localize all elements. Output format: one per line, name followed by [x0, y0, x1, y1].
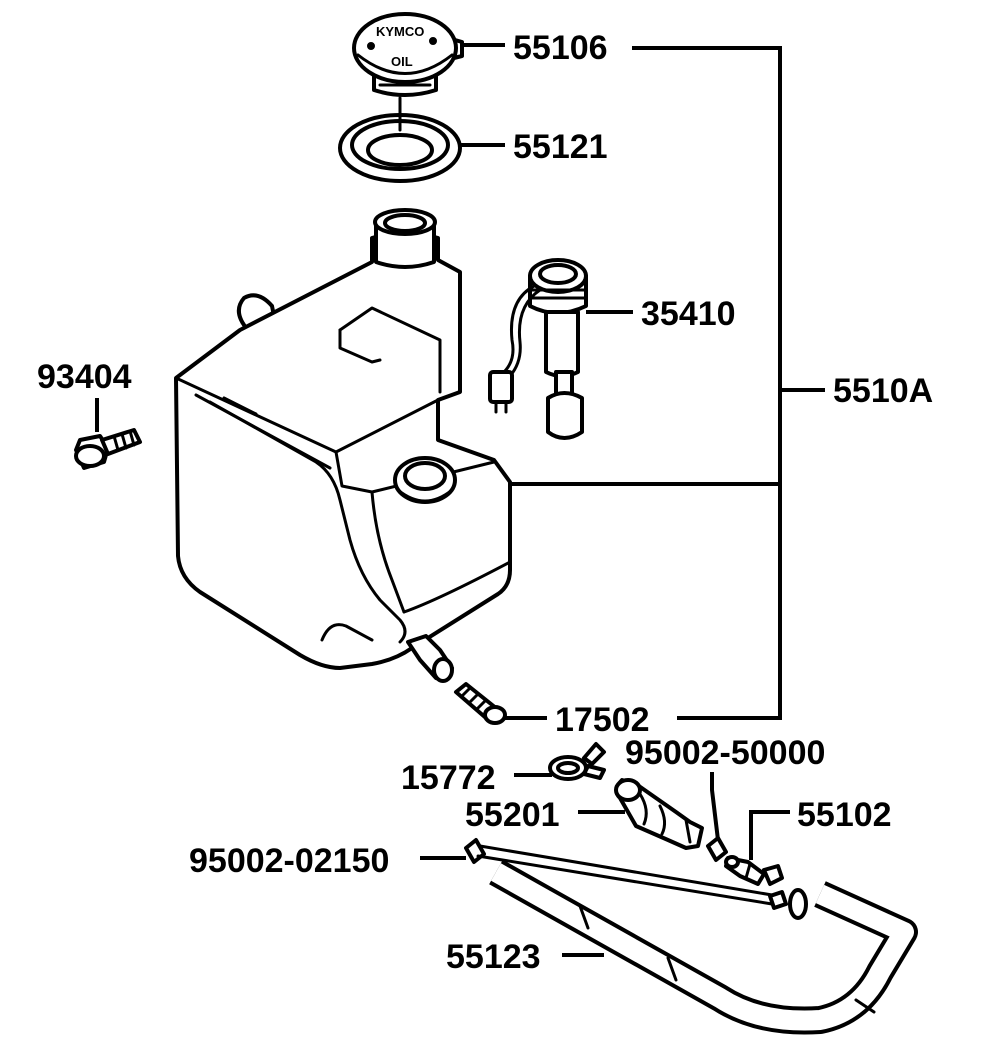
- label-55201: 55201: [465, 796, 560, 834]
- cap-oil-embossing: OIL: [391, 54, 413, 69]
- label-95002-02150: 95002-02150: [189, 842, 389, 880]
- leader-55102: [749, 810, 790, 860]
- label-55102: 55102: [797, 796, 892, 834]
- label-93404: 93404: [37, 358, 132, 396]
- drain-screw-part: [454, 682, 507, 725]
- label-35410: 35410: [641, 295, 736, 333]
- oil-tank-body: [174, 208, 512, 683]
- label-17502: 17502: [555, 701, 650, 739]
- leader-lines: [95, 43, 825, 957]
- filler-cap-part: KYMCO OIL: [352, 12, 464, 97]
- part-number-labels: 55106 55121 35410 5510A 93404 17502 9500…: [37, 29, 933, 976]
- oil-level-sensor-part: [488, 258, 588, 440]
- hose-clip-15772-part: [548, 742, 606, 781]
- cap-brand-embossing: KYMCO: [376, 24, 424, 39]
- oil-filter-part: [614, 778, 704, 850]
- hose-clip-95002-02150-part: [464, 838, 788, 910]
- label-55106: 55106: [513, 29, 608, 67]
- label-55123: 55123: [446, 938, 541, 976]
- oil-hose-part: [489, 859, 918, 1035]
- mounting-bolt-part: [74, 428, 142, 470]
- label-95002-50000: 95002-50000: [625, 734, 825, 772]
- leader-95002-50000: [710, 772, 720, 841]
- leader-5510A-bracket: [632, 46, 782, 720]
- strainer-ring-part: [338, 96, 462, 183]
- hose-joint-part: [724, 855, 784, 886]
- hose-clip-95002-50000-part: [706, 836, 728, 862]
- label-5510A: 5510A: [833, 372, 933, 410]
- label-55121: 55121: [513, 128, 608, 166]
- label-15772: 15772: [401, 759, 496, 797]
